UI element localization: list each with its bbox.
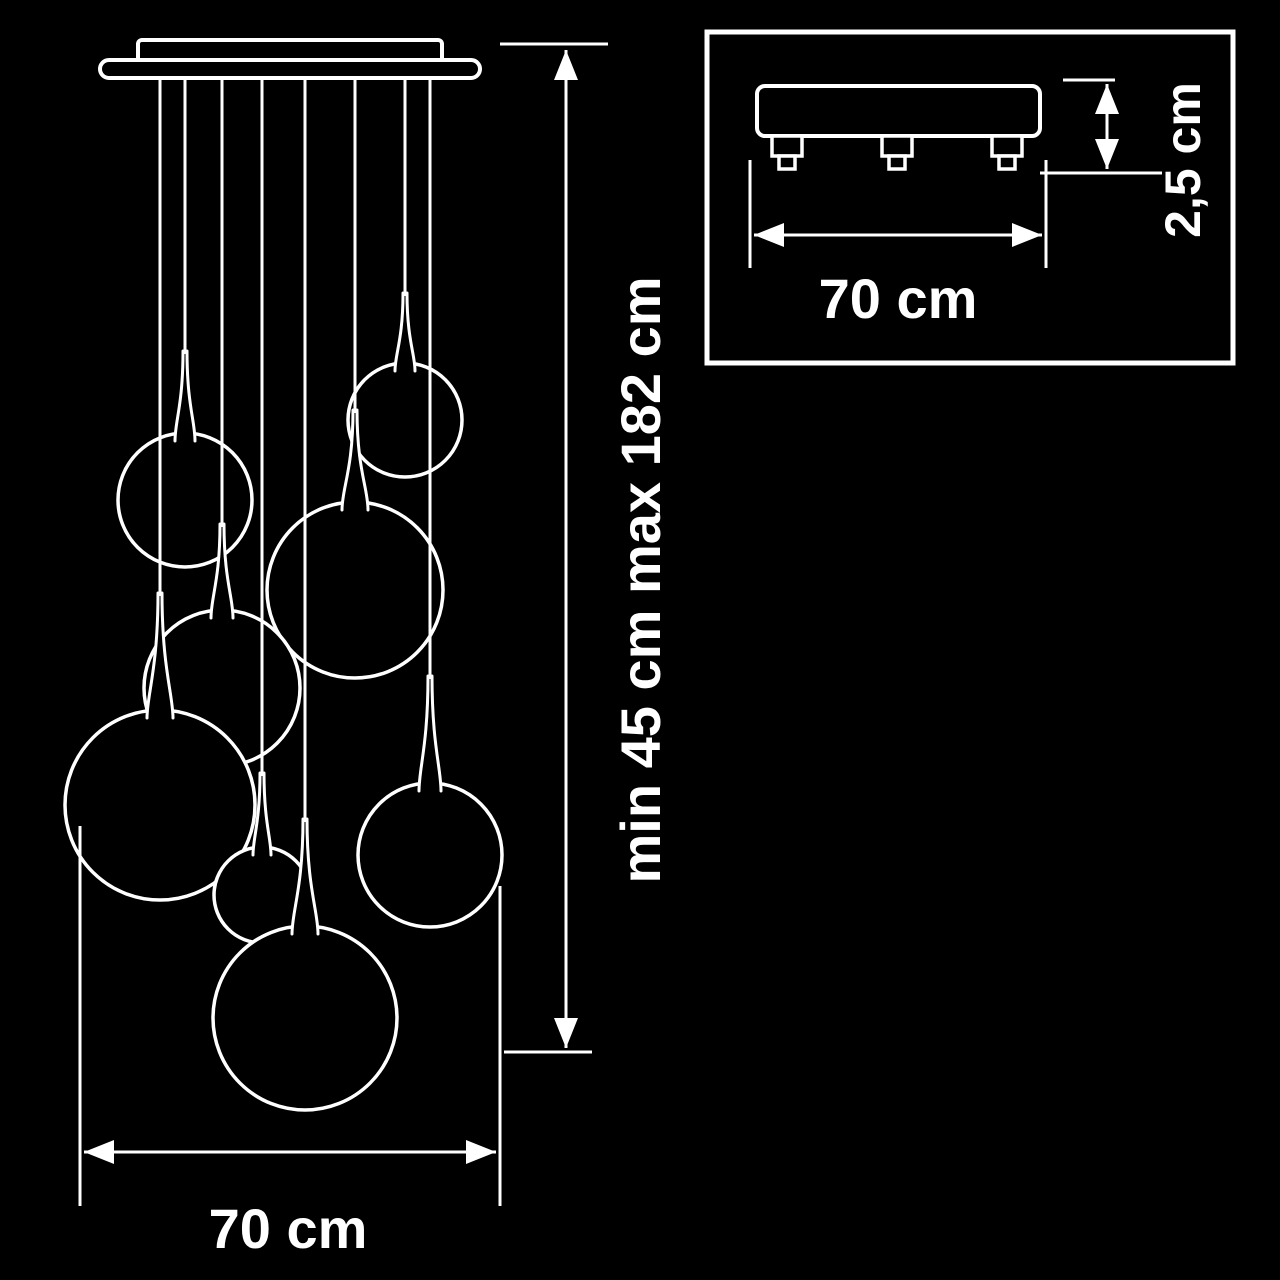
lamp-neck [173, 349, 185, 443]
lamp-neck [430, 674, 443, 793]
height-dimension: min 45 cm max 182 cm [500, 42, 672, 1054]
height-label: min 45 cm max 182 cm [609, 276, 672, 883]
width-dimension: 70 cm [78, 826, 502, 1260]
lamp-neck [185, 349, 197, 443]
pendant-lamp [346, 291, 464, 479]
suspension-cords [158, 76, 432, 822]
mounting-plate-inset: 70 cm 2,5 cm [704, 29, 1236, 366]
lamp-neck [355, 408, 370, 512]
lamp-neck [340, 408, 355, 512]
lamp-neck [395, 293, 415, 396]
holder-body [770, 134, 804, 158]
lamp-neck [262, 771, 273, 857]
lamp-neck [147, 593, 173, 748]
holder-tip [997, 154, 1017, 171]
pendant-lamp [63, 591, 257, 902]
pendant-lamp [356, 674, 504, 929]
lamp-neck [145, 591, 160, 720]
canopy-plate [98, 58, 482, 80]
lamp-neck [405, 291, 417, 373]
lamp-neck [209, 522, 222, 620]
pendant-lamp [211, 817, 399, 1112]
lamp-neck [253, 773, 271, 878]
lamp-neck [342, 410, 368, 538]
inset-border [704, 29, 1236, 366]
plate-thickness-dimension: 2,5 cm [1040, 78, 1211, 238]
lamp-neck [175, 351, 195, 466]
holder-body [880, 134, 914, 158]
pendant-lamp [116, 349, 254, 569]
lamp-neck [393, 291, 405, 373]
lamp-holder [990, 134, 1024, 171]
lamp-neck [160, 591, 175, 720]
lamp-neck [417, 674, 430, 793]
holder-body [990, 134, 1024, 158]
lamp-holder [770, 134, 804, 171]
lamp-neck [305, 817, 320, 936]
plate-width-label: 70 cm [819, 267, 978, 330]
plate-width-dimension: 70 cm [748, 160, 1048, 330]
plate-thickness-label: 2,5 cm [1155, 82, 1211, 238]
lamp-neck [251, 771, 262, 857]
width-label: 70 cm [209, 1197, 368, 1260]
holder-tip [887, 154, 907, 171]
ceiling-canopy [98, 38, 482, 80]
lamp-neck [211, 524, 233, 645]
lamp-holder [880, 134, 914, 171]
lamp-neck [222, 522, 235, 620]
lamp-neck [419, 676, 441, 818]
pendant-lamp [265, 408, 445, 680]
lamp-neck [290, 817, 305, 936]
lamp-neck [292, 819, 318, 962]
holder-tip [777, 154, 797, 171]
mounting-plate [755, 84, 1042, 138]
